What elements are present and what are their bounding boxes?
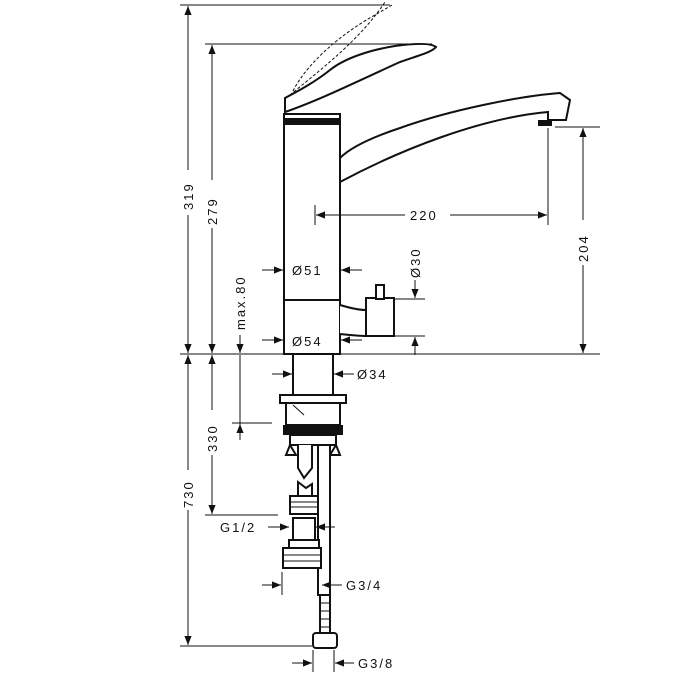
dim-g34-label: G3/4 bbox=[346, 578, 382, 593]
dim-279-label: 279 bbox=[205, 197, 220, 225]
supply-hose-upper bbox=[297, 445, 313, 480]
supply-hose bbox=[297, 480, 313, 497]
braid-detail bbox=[320, 602, 330, 628]
dim-max80-label: max.80 bbox=[233, 275, 248, 330]
hose-collar bbox=[288, 539, 320, 549]
connector-lower-threads bbox=[283, 554, 321, 562]
fixing-block bbox=[289, 434, 337, 446]
connector-threads bbox=[290, 501, 318, 508]
braided-hose-end bbox=[319, 594, 331, 636]
fixing-screws bbox=[284, 442, 342, 456]
faucet-body bbox=[283, 123, 341, 301]
shank bbox=[292, 353, 334, 397]
dim-220-label: 220 bbox=[410, 208, 438, 223]
lever-handle bbox=[284, 42, 438, 114]
shutoff-knob bbox=[365, 297, 395, 337]
hose-sleeve bbox=[292, 517, 316, 541]
outlet-pipe bbox=[317, 444, 331, 596]
dim-30-label: Ø30 bbox=[408, 247, 423, 278]
hose-connector-lower bbox=[282, 547, 322, 569]
spout bbox=[339, 91, 572, 184]
dim-51-label: Ø51 bbox=[292, 263, 323, 278]
hose-nut bbox=[312, 632, 338, 649]
dim-g12-label: G1/2 bbox=[220, 520, 256, 535]
mounting-plate bbox=[279, 394, 347, 404]
dim-g38-label: G3/8 bbox=[358, 656, 394, 671]
valve-stem bbox=[339, 304, 367, 338]
aerator bbox=[538, 120, 552, 126]
hose-connector-upper bbox=[289, 495, 319, 515]
dim-319-label: 319 bbox=[181, 182, 196, 210]
faucet-base bbox=[283, 299, 341, 355]
threaded-ring bbox=[283, 425, 343, 435]
dim-54-label: Ø54 bbox=[292, 334, 323, 349]
dim-730-label: 730 bbox=[181, 480, 196, 508]
dim-204-label: 204 bbox=[576, 234, 591, 262]
knob-lever bbox=[375, 284, 385, 300]
dim-330-label: 330 bbox=[205, 424, 220, 452]
nut-detail bbox=[292, 404, 305, 416]
dim-34-label: Ø34 bbox=[357, 367, 388, 382]
body-cap-ring bbox=[284, 118, 340, 124]
